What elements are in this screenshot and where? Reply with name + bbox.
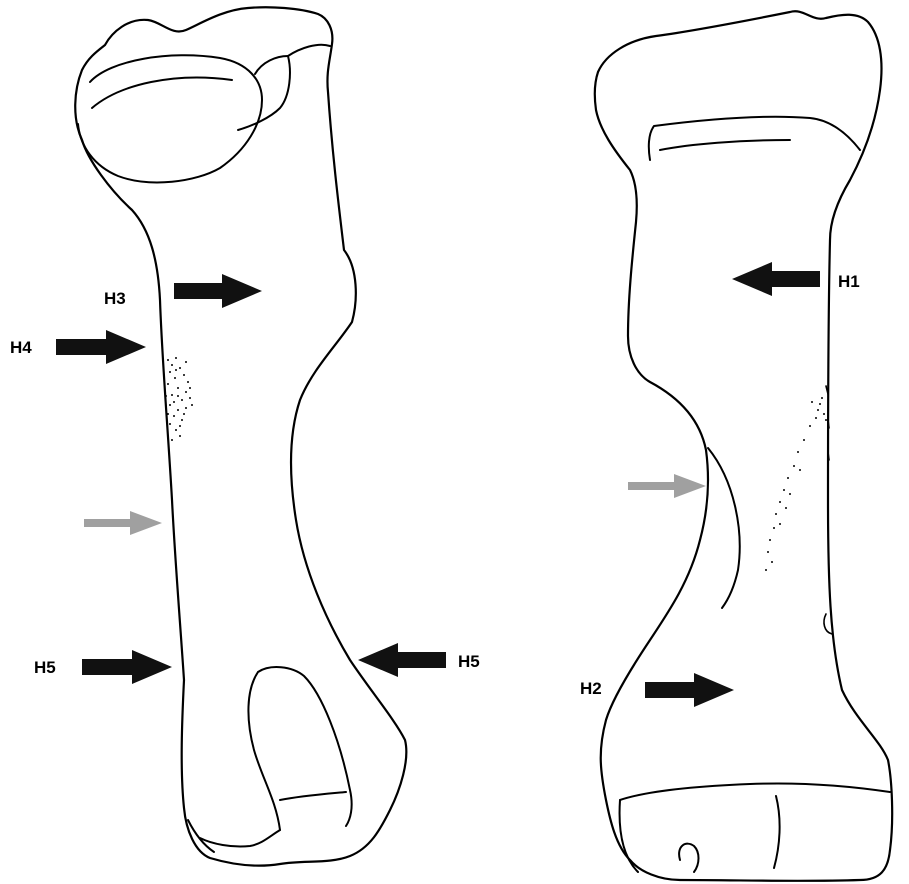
- arrow-gray-left: [84, 511, 162, 535]
- arrow-h5-left: [82, 650, 172, 684]
- label-h5-right: H5: [458, 652, 480, 671]
- left-bone: [75, 7, 406, 865]
- arrow-gray-right: [628, 474, 706, 498]
- label-h1: H1: [838, 272, 860, 291]
- left-bone-outline: [75, 7, 406, 865]
- label-h4: H4: [10, 338, 32, 357]
- arrow-h5-right: [358, 643, 446, 677]
- label-h2: H2: [580, 679, 602, 698]
- right-bone: [595, 11, 892, 881]
- label-h3: H3: [104, 289, 126, 308]
- label-h5-left: H5: [34, 658, 56, 677]
- arrow-h4: [56, 330, 146, 364]
